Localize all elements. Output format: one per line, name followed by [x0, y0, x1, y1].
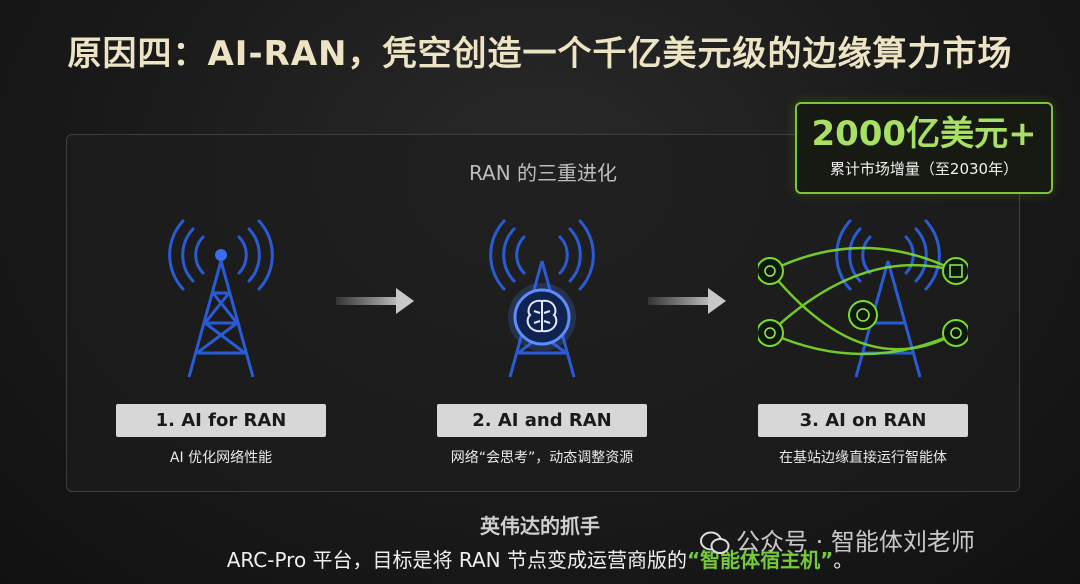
stage-3-desc: 在基站边缘直接运行智能体 — [779, 450, 947, 466]
edge-network-icon — [758, 246, 968, 356]
footer-line-suffix: 。 — [833, 548, 854, 572]
footer-line-prefix: ARC-Pro 平台，目标是将 RAN 节点变成运营商版的 — [226, 548, 687, 572]
watermark: 公众号 · 智能体刘老师 — [700, 522, 975, 557]
stage-1-label: 1. AI for RAN — [116, 404, 326, 437]
page-title: 原因四：AI-RAN，凭空创造一个千亿美元级的边缘算力市场 — [67, 34, 1013, 74]
market-size-badge: 2000亿美元+ 累计市场增量（至2030年） — [795, 102, 1053, 194]
stage-2-label: 2. AI and RAN — [437, 404, 647, 437]
arrow-right-icon — [336, 288, 414, 314]
watermark-text: 公众号 · 智能体刘老师 — [736, 528, 975, 556]
panel-title: RAN 的三重进化 — [468, 161, 618, 185]
wechat-icon — [700, 531, 730, 554]
stage-ai-on-ran: 3. AI on RAN 在基站边缘直接运行智能体 — [758, 215, 968, 475]
stage-3-label: 3. AI on RAN — [758, 404, 968, 437]
arrow-right-icon — [648, 288, 726, 314]
footer-title: 英伟达的抓手 — [480, 514, 600, 538]
stage-2-desc: 网络“会思考”，动态调整资源 — [450, 450, 634, 466]
footer-line-highlight: “智能体宿主机” — [687, 548, 834, 572]
stage-1-desc: AI 优化网络性能 — [169, 450, 273, 466]
stage-ai-for-ran: 1. AI for RAN AI 优化网络性能 — [116, 215, 326, 475]
stage-ai-and-ran: 2. AI and RAN 网络“会思考”，动态调整资源 — [437, 215, 647, 475]
cell-tower-icon — [168, 219, 274, 378]
brain-tower-icon — [489, 219, 595, 378]
market-size-caption: 累计市场增量（至2030年） — [829, 160, 1019, 178]
footer-line: ARC-Pro 平台，目标是将 RAN 节点变成运营商版的“智能体宿主机”。 — [0, 544, 1080, 573]
market-size-value: 2000亿美元+ — [811, 114, 1037, 154]
